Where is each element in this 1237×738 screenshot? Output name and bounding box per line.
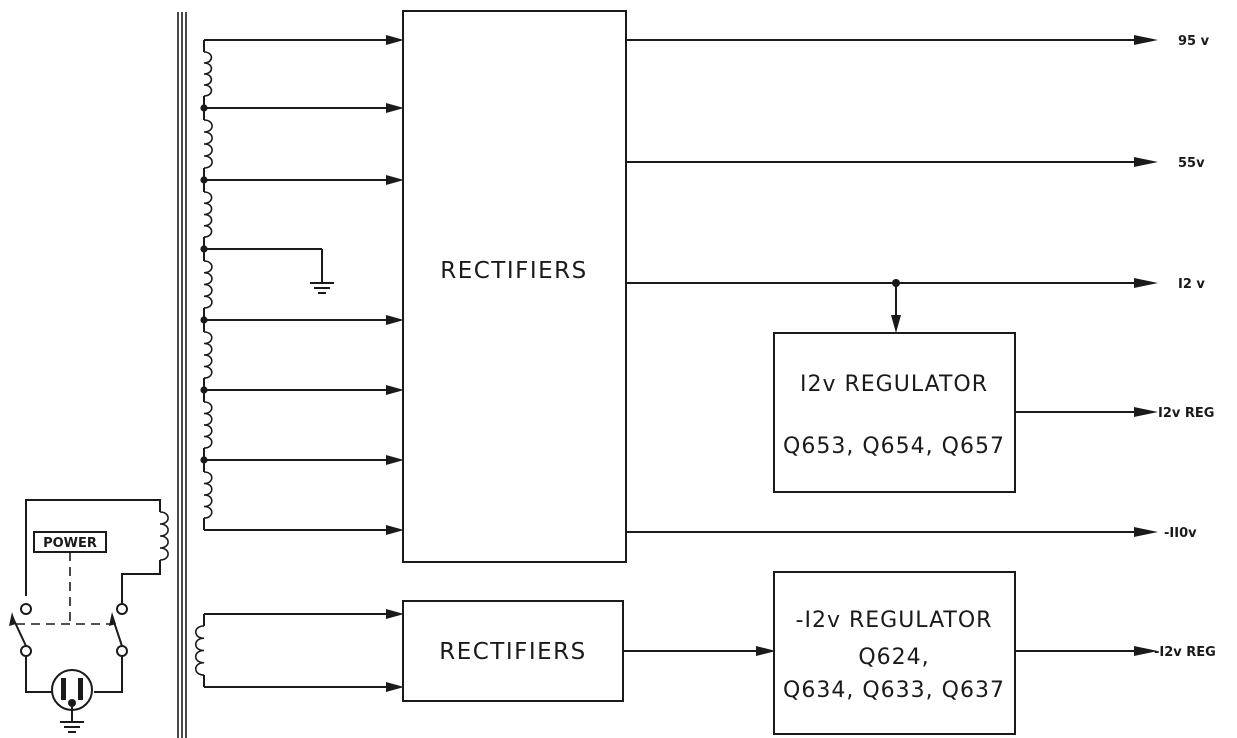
ac-plug-icon <box>51 669 93 733</box>
power-switch-circuit <box>9 499 161 693</box>
primary-winding-icon <box>159 511 169 561</box>
regulator-neg12v-transistors-1: Q624, <box>858 645 929 670</box>
rectifiers-aux-label: RECTIFIERS <box>439 639 587 665</box>
power-switch-label: POWER <box>43 536 97 551</box>
output-12v-label: I2 v <box>1178 277 1205 292</box>
output-55v-label: 55v <box>1178 156 1205 171</box>
output-neg110v-label: -II0v <box>1164 526 1197 541</box>
regulator-neg12v-block <box>773 571 1016 735</box>
regulator-neg12v-title: -I2v REGULATOR <box>796 608 993 633</box>
output-lines <box>626 35 1158 537</box>
regulator-neg12v-transistors-2: Q634, Q633, Q637 <box>783 678 1005 703</box>
output-12v-reg-label: I2v REG <box>1158 406 1214 421</box>
aux-secondary-winding-icon <box>194 614 205 687</box>
regulator-12v-transistors: Q653, Q654, Q657 <box>783 434 1005 459</box>
regulator-12v-title: I2v REGULATOR <box>800 372 988 397</box>
main-secondary-winding-icon <box>203 40 213 530</box>
rectifiers-main-label: RECTIFIERS <box>440 258 588 284</box>
output-neg12v-reg-label: -I2v REG <box>1154 645 1216 660</box>
ground-icon <box>310 282 334 294</box>
junction-dots <box>200 104 208 464</box>
output-95v-label: 95 v <box>1178 34 1210 49</box>
power-switch-label-box <box>33 531 107 553</box>
tap-lines <box>204 35 404 535</box>
regulator-12v-block <box>773 332 1016 493</box>
transformer-core <box>177 12 187 738</box>
rectifiers-main-block <box>402 10 627 563</box>
rectifiers-aux-block <box>402 600 624 702</box>
